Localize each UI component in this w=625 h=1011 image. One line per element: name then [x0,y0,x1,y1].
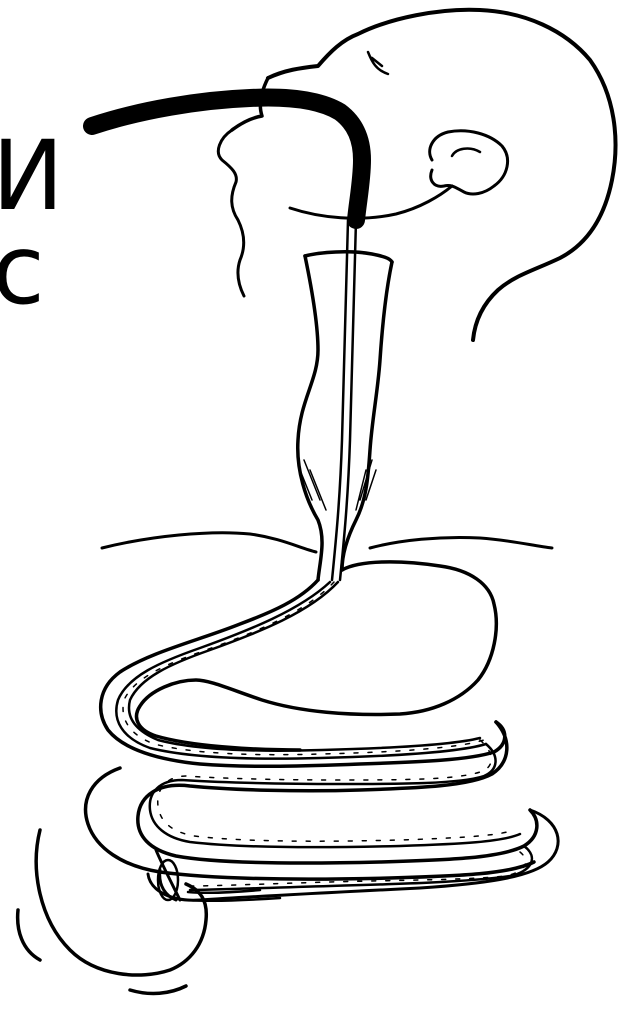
esophagus [298,220,392,580]
feeding-tube [92,98,362,220]
stomach [101,562,505,766]
head-outline [218,10,615,340]
diaphragm-line [102,533,552,552]
